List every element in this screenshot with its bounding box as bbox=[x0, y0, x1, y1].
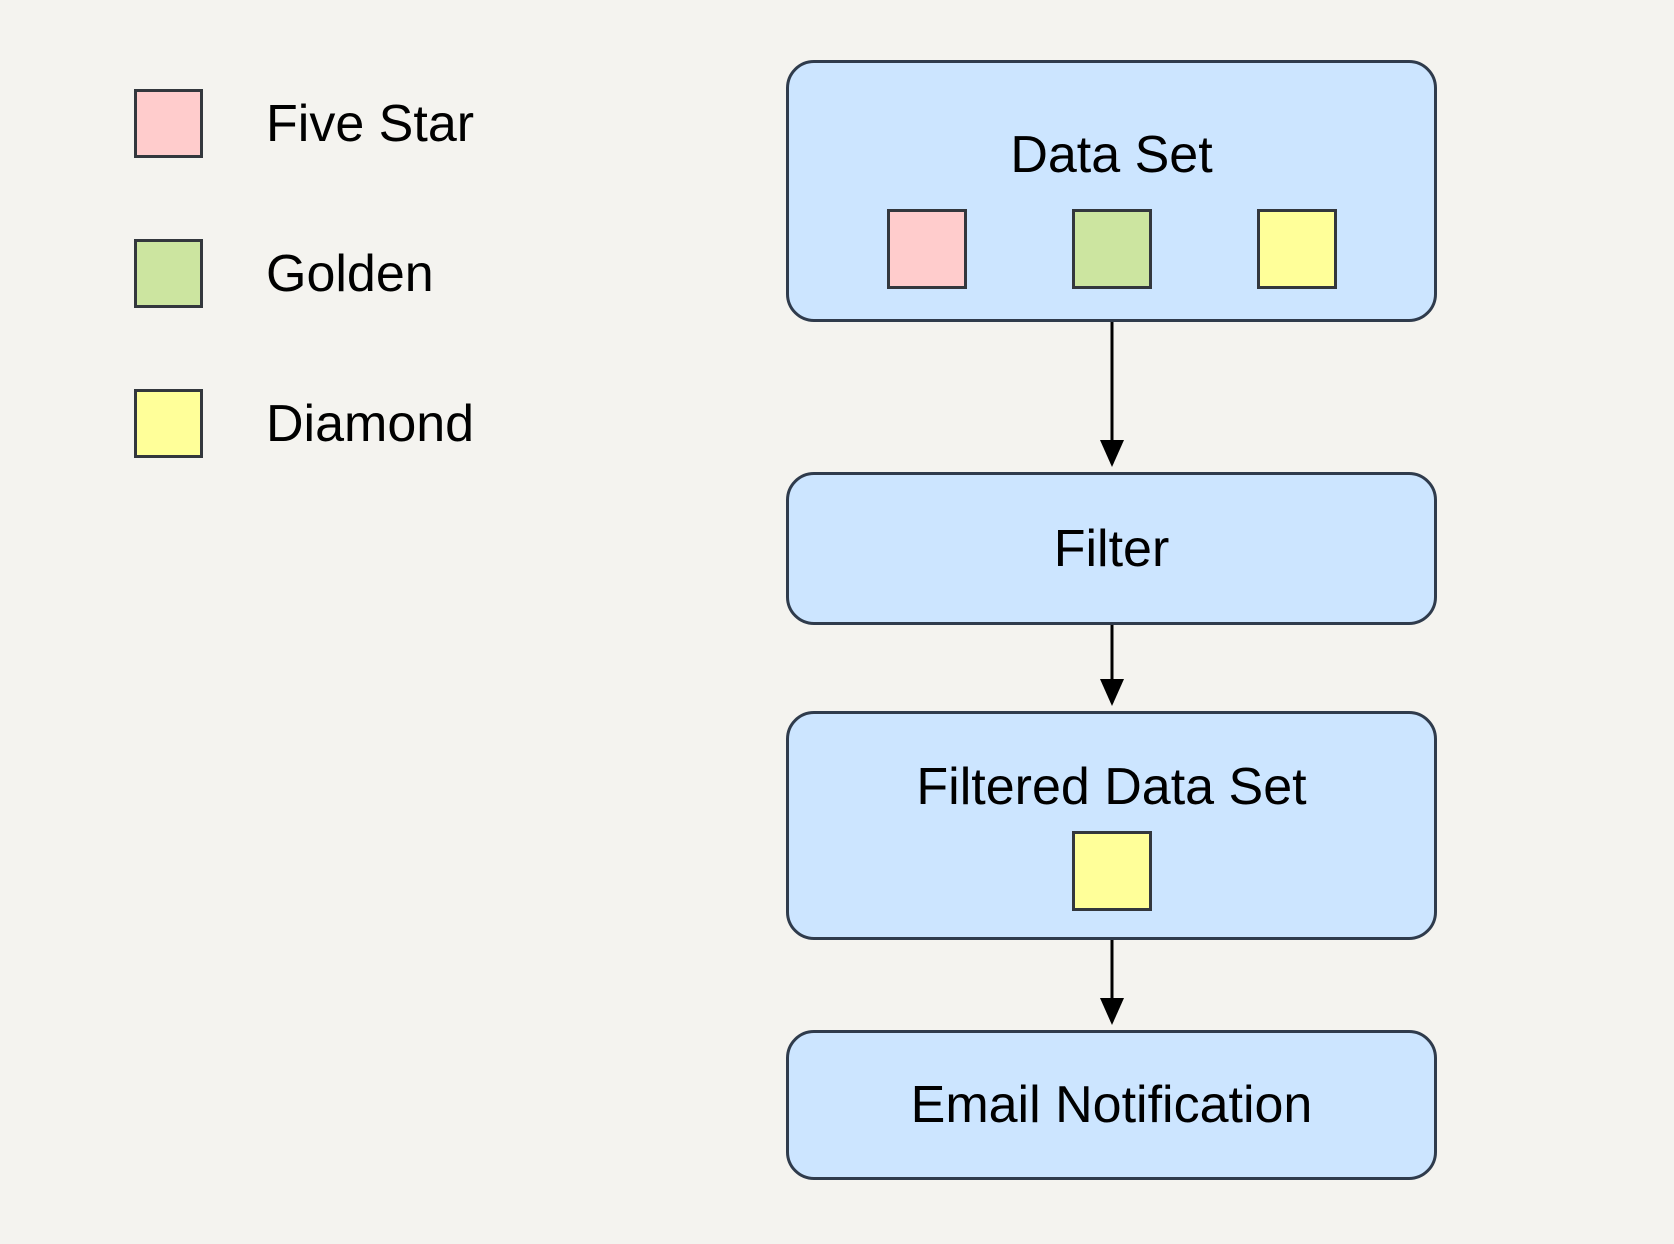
node-title-email-notification: Email Notification bbox=[910, 1076, 1313, 1134]
legend-label-golden: Golden bbox=[266, 244, 434, 303]
node-title-data-set: Data Set bbox=[1010, 126, 1213, 184]
filtered-data-set-diamond-swatch bbox=[1071, 831, 1152, 911]
node-email-notification[interactable]: Email Notification bbox=[786, 1030, 1437, 1180]
data-set-diamond-swatch bbox=[1256, 209, 1337, 289]
five-star-swatch bbox=[134, 89, 203, 158]
data-set-golden-swatch bbox=[1071, 209, 1152, 289]
legend-label-five-star: Five Star bbox=[266, 94, 475, 153]
golden-swatch bbox=[134, 239, 203, 308]
diamond-swatch bbox=[134, 389, 203, 458]
node-data-set[interactable]: Data Set bbox=[786, 60, 1437, 322]
node-title-filtered-data-set: Filtered Data Set bbox=[916, 758, 1307, 816]
data-set-five-star-swatch bbox=[886, 209, 967, 289]
filtered-data-set-swatch-group bbox=[1071, 831, 1152, 911]
legend-label-diamond: Diamond bbox=[266, 394, 475, 453]
legend-item-diamond: Diamond bbox=[134, 389, 594, 458]
node-filtered-data-set[interactable]: Filtered Data Set bbox=[786, 711, 1437, 940]
legend-item-five-star: Five Star bbox=[134, 89, 594, 158]
legend-item-golden: Golden bbox=[134, 239, 594, 308]
data-set-swatch-group bbox=[789, 209, 1434, 289]
node-title-filter: Filter bbox=[1053, 519, 1170, 578]
node-filter[interactable]: Filter bbox=[786, 472, 1437, 625]
legend: Five Star Golden Diamond bbox=[134, 89, 594, 539]
